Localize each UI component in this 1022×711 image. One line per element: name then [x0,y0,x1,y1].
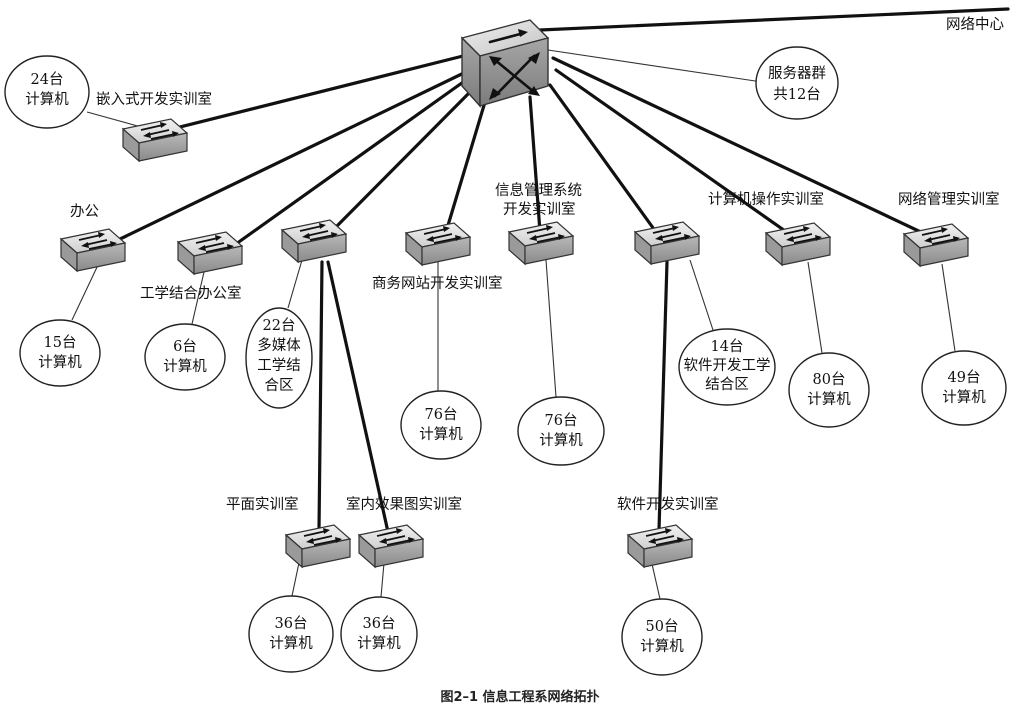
switch-label-interior: 室内效果图实训室 [346,496,462,513]
switch-label-mis: 信息管理系统 [495,182,582,199]
access-link-coop-office [191,271,205,325]
nodes-layer: 服务器群共12台24台计算机15台计算机6台计算机22台多媒体工学结合区76台计… [4,19,1007,676]
switch-icon-interior [357,524,425,569]
switch-icon-ecommerce [404,222,472,267]
endpoint-text-embedded: 计算机 [25,91,69,108]
endpoint-text-softdev-area: 软件开发工学 [684,357,771,374]
trunk-link-multimedia [329,86,476,234]
endpoint-text-graphic: 36台 [275,615,308,632]
trunk-link-ecommerce [444,90,490,234]
link-servers [547,49,763,83]
endpoint-text-mis: 76台 [545,412,578,429]
endpoint-text-net-mgmt: 49台 [948,369,981,386]
endpoint-text-net-mgmt: 计算机 [942,389,986,406]
trunk-link-graphic [317,260,324,532]
switch-icon-mis [507,221,575,266]
link-network-center [538,7,1010,32]
endpoint-text-multimedia: 工学结 [257,357,301,374]
trunk-link-interior [326,260,390,534]
trunk-link-net-mgmt [551,56,927,236]
switch-label-mis: 开发实训室 [503,201,576,218]
core-switch-icon [460,19,550,108]
endpoint-text-multimedia: 多媒体 [257,337,301,354]
access-link-mis [545,259,557,398]
links-layer [71,7,1010,600]
switch-icon-software [626,524,694,569]
switch-icon-graphic [284,524,352,569]
access-link-softdev-area [689,259,714,331]
switch-icon-multimedia [280,219,348,264]
switch-label-computer-ops: 计算机操作实训室 [708,191,824,208]
switch-label-ecommerce: 商务网站开发实训室 [372,275,503,292]
switch-icon-softdev-area [633,221,701,266]
trunk-link-computer-ops [554,68,790,235]
server-group-line: 共12台 [773,86,820,103]
access-link-net-mgmt [941,263,956,352]
endpoint-text-mis: 计算机 [539,432,583,449]
endpoint-text-coop-office: 6台 [173,338,197,355]
access-link-software [651,563,661,600]
trunk-link-mis [528,95,542,234]
endpoint-text-embedded: 24台 [31,71,64,88]
access-link-computer-ops [807,261,823,354]
switch-icon-coop-office [176,231,244,276]
network-center-label: 网络中心 [946,16,1004,33]
switch-icon-embedded [121,118,189,163]
trunk-link-coop-office [234,78,468,246]
endpoint-text-graphic: 计算机 [269,635,313,652]
endpoint-text-ecommerce: 76台 [425,406,458,423]
endpoint-text-interior: 计算机 [357,635,401,652]
endpoint-text-softdev-area: 14台 [711,338,744,355]
access-link-interior [380,562,385,598]
trunk-link-office [116,68,472,242]
endpoint-text-multimedia: 22台 [263,317,296,334]
access-link-office [71,264,99,321]
trunk-link-embedded [166,54,465,132]
switch-icon-computer-ops [764,222,832,267]
endpoint-text-software: 50台 [646,618,679,635]
endpoint-text-ecommerce: 计算机 [419,426,463,443]
access-link-multimedia [287,259,303,309]
switch-label-software: 软件开发实训室 [617,496,719,513]
endpoint-text-multimedia: 合区 [265,377,294,394]
endpoint-text-office: 15台 [44,334,77,351]
switch-icon-office [59,228,127,273]
switch-label-coop-office: 工学结合办公室 [140,285,242,302]
endpoint-text-interior: 36台 [363,615,396,632]
server-group-line: 服务器群 [768,65,826,82]
endpoint-text-computer-ops: 计算机 [807,391,851,408]
switch-label-office: 办公 [70,203,99,220]
endpoint-text-softdev-area: 结合区 [705,376,749,393]
trunk-link-software [657,260,669,532]
endpoint-text-software: 计算机 [640,638,684,655]
figure-caption: 图2–1 信息工程系网络拓扑 [440,689,599,705]
trunk-link-softdev-area [548,83,658,234]
switch-icon-net-mgmt [902,223,970,268]
switch-label-net-mgmt: 网络管理实训室 [898,191,1000,208]
switch-label-graphic: 平面实训室 [226,496,299,513]
endpoint-text-computer-ops: 80台 [813,371,846,388]
endpoint-text-coop-office: 计算机 [163,358,207,375]
switch-label-embedded: 嵌入式开发实训室 [96,91,212,108]
endpoint-text-office: 计算机 [38,354,82,371]
